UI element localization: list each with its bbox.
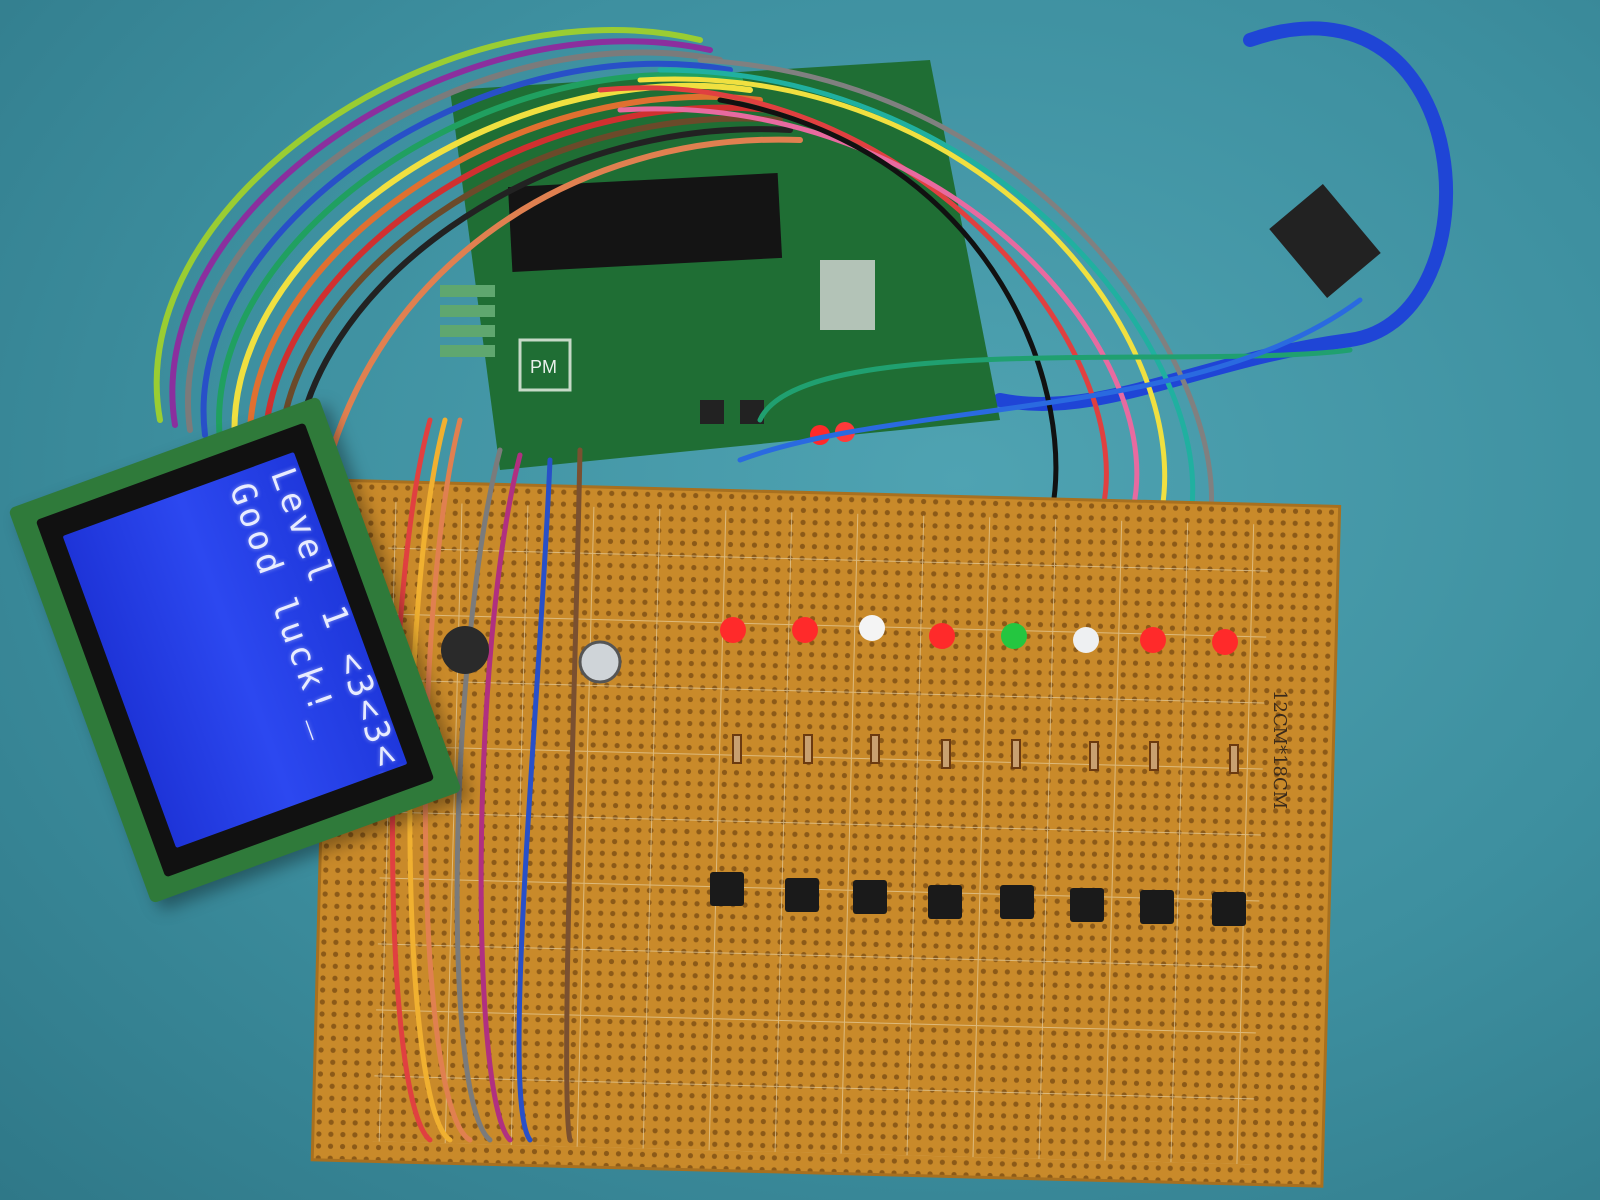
push-button-5 <box>1000 885 1034 919</box>
push-button-4 <box>928 885 962 919</box>
push-button-3 <box>853 880 887 914</box>
led-1 <box>720 617 746 643</box>
led-2 <box>792 617 818 643</box>
push-button-7 <box>1140 890 1174 924</box>
buzzer <box>441 626 489 674</box>
capacitor <box>578 640 622 684</box>
board-size-label: 12CM*18CM <box>1269 690 1290 810</box>
push-button-8 <box>1212 892 1246 926</box>
usb-cable <box>993 21 1454 412</box>
push-button-6 <box>1070 888 1104 922</box>
led-4 <box>929 623 955 649</box>
svg-text:PM: PM <box>530 357 557 377</box>
led-row <box>720 615 1238 655</box>
jumper-wires-left <box>390 417 583 1143</box>
led-5 <box>1001 623 1027 649</box>
led-6 <box>1073 627 1099 653</box>
push-button-1 <box>710 872 744 906</box>
microcontroller-board: PM <box>440 60 1000 470</box>
led-8 <box>1212 629 1238 655</box>
jumper-wires-right <box>597 57 1363 523</box>
push-button-2 <box>785 878 819 912</box>
led-7 <box>1140 627 1166 653</box>
led-3 <box>859 615 885 641</box>
button-row <box>710 872 1246 926</box>
ribbon-cable <box>153 27 803 583</box>
resistor-row <box>732 734 1239 774</box>
usb-connector <box>1269 184 1381 298</box>
